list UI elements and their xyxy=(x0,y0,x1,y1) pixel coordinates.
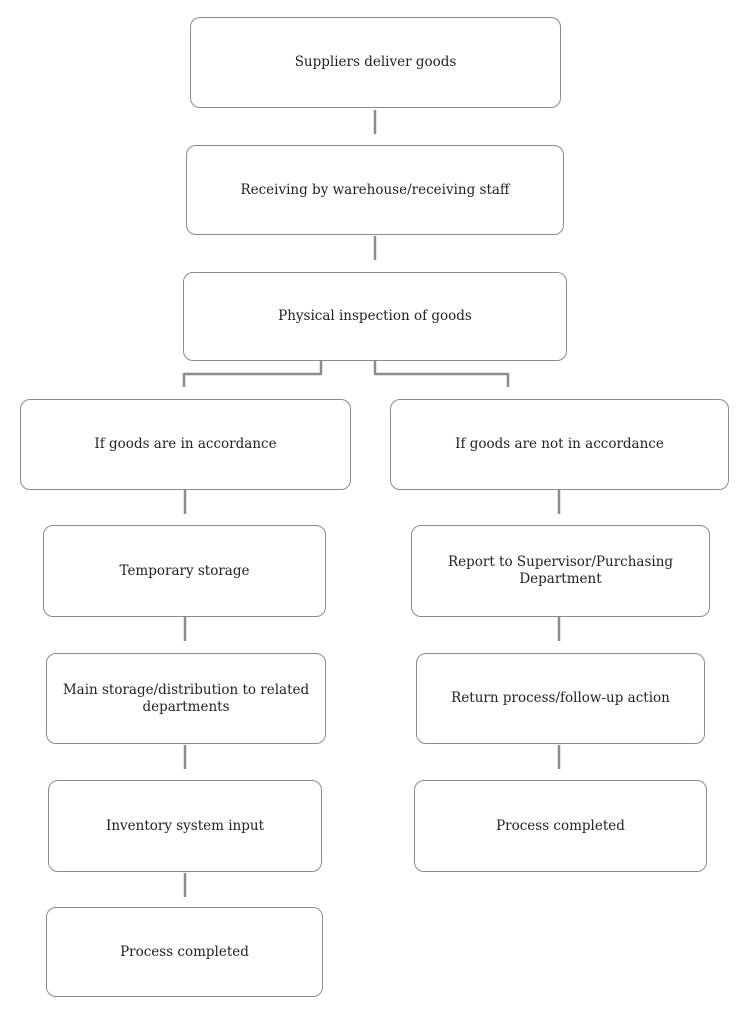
receiving-box: Receiving by warehouse/receiving staff xyxy=(186,145,564,235)
inventory-system-input-box: Inventory system input xyxy=(48,780,322,872)
return-process-box: Return process/follow-up action xyxy=(416,653,705,744)
left-process-completed-box: Process completed xyxy=(46,907,323,997)
physical-inspection-box: Physical inspection of goods xyxy=(183,272,567,361)
suppliers-deliver-goods-box: Suppliers deliver goods xyxy=(190,17,561,108)
right-condition-box: If goods are not in accordance xyxy=(390,399,729,490)
right-process-completed-box: Process completed xyxy=(414,780,707,872)
report-supervisor-box: Report to Supervisor/Purchasing Departme… xyxy=(411,525,710,617)
left-condition-box: If goods are in accordance xyxy=(20,399,351,490)
main-storage-box: Main storage/distribution to related dep… xyxy=(46,653,326,744)
temporary-storage-box: Temporary storage xyxy=(43,525,326,617)
